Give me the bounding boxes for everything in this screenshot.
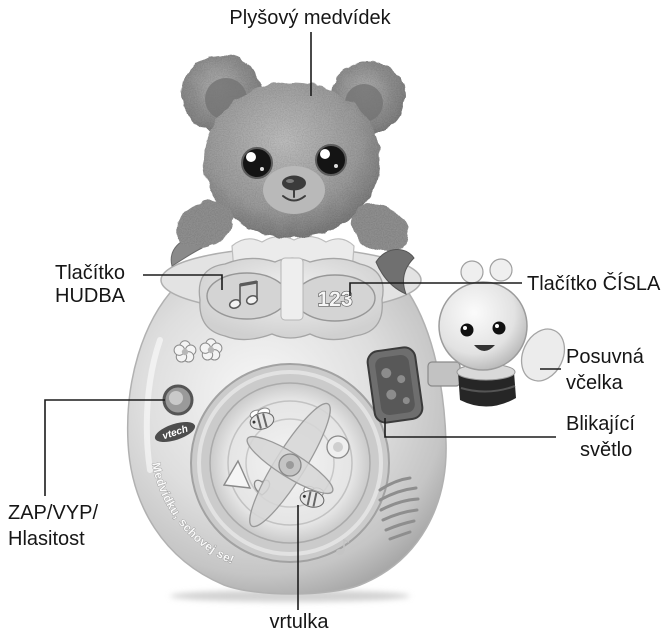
label-music-button-line2: HUDBA: [55, 285, 126, 307]
bear-nose-highlight: [286, 179, 294, 183]
label-power-volume-line2: Hlasitost: [8, 528, 85, 550]
music-button[interactable]: [207, 273, 287, 319]
bear-nose: [282, 176, 306, 191]
bee-left-antenna: [461, 261, 483, 283]
numbers-button-digits: 123: [317, 288, 352, 311]
bear-right-eye: [316, 145, 346, 175]
note-head: [336, 549, 344, 555]
bear-left-eye-highlight: [246, 152, 256, 162]
bee-right-eye-highlight: [495, 324, 499, 328]
bear-right-eye-glint: [334, 164, 338, 168]
target-center: [333, 442, 343, 452]
bee-right-antenna: [490, 259, 512, 281]
label-plush-bear: Plyšový medvídek: [229, 7, 391, 29]
toy-illustration: 123 vtech Medvídku, schovej se!: [128, 54, 573, 602]
blinking-light: [366, 346, 424, 424]
bear-left-eye-glint: [260, 167, 264, 171]
label-blinking-light-line2: světlo: [580, 439, 632, 461]
label-sliding-bee-line1: Posuvná: [566, 346, 645, 368]
bee-head: [439, 282, 527, 370]
shirt-strap: [281, 258, 303, 320]
bear-right-eye-highlight: [320, 149, 330, 159]
bee-right-eye: [493, 322, 506, 335]
label-music-button-line1: Tlačítko: [55, 262, 125, 284]
propeller-hub-center: [286, 461, 294, 469]
bee-slider-arm: [428, 362, 460, 386]
label-spinner: vrtulka: [270, 611, 330, 633]
spinner-disc[interactable]: [191, 364, 389, 562]
label-sliding-bee-line2: včelka: [566, 372, 624, 394]
bear-left-eye: [242, 148, 272, 178]
bee-left-eye: [461, 324, 474, 337]
bee-left-eye-highlight: [463, 326, 467, 330]
label-numbers-button: Tlačítko ČÍSLA: [527, 272, 661, 295]
power-switch-highlight: [169, 391, 183, 405]
label-power-volume-line1: ZAP/VYP/: [8, 502, 98, 524]
plush-bear: [169, 54, 417, 272]
label-blinking-light-line1: Blikající: [566, 413, 635, 435]
